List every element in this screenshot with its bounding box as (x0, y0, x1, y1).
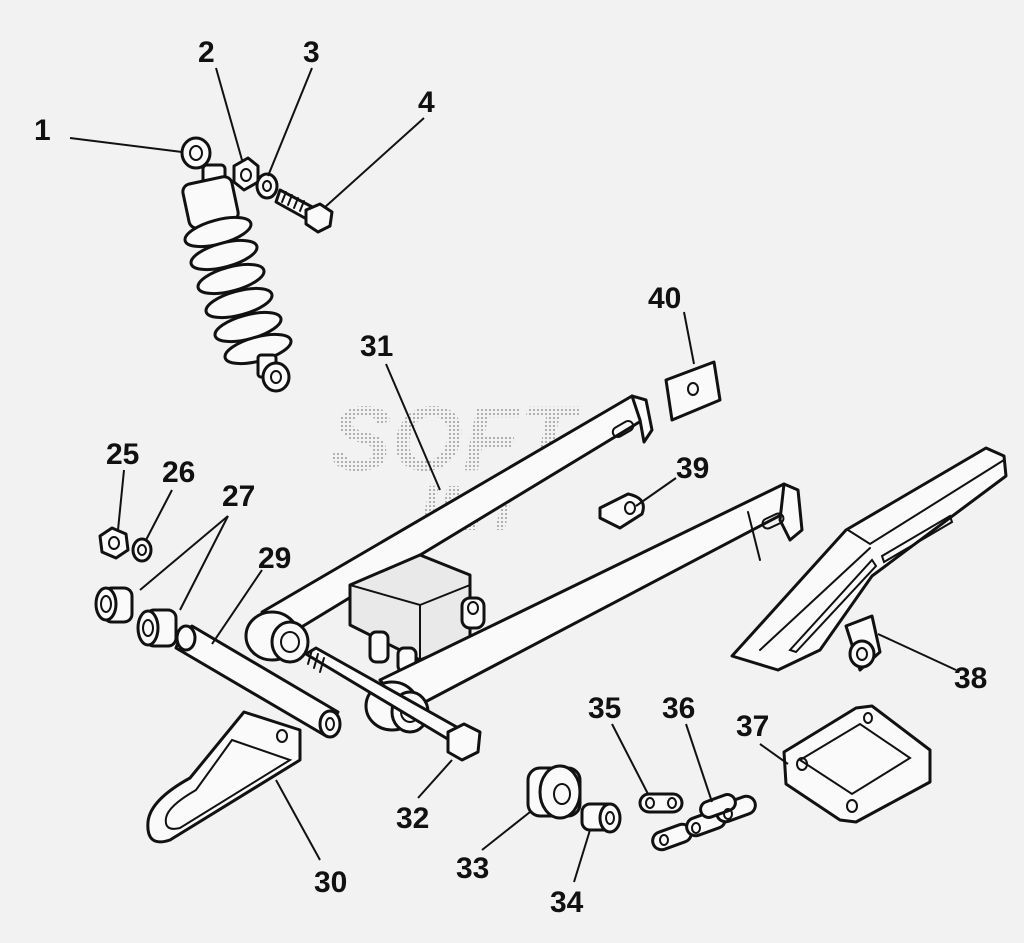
callout-2: 2 (198, 36, 215, 69)
callout-1: 1 (34, 114, 51, 147)
callout-38: 38 (954, 662, 987, 695)
callout-labels: 1 2 3 4 25 26 27 29 30 31 32 33 34 35 36… (34, 36, 987, 919)
drive-chain (651, 793, 757, 852)
callout-3: 3 (303, 36, 320, 69)
spacer-tube-29 (174, 624, 342, 739)
callout-40: 40 (648, 282, 681, 315)
washer-26 (131, 537, 153, 563)
callout-4: 4 (418, 86, 435, 119)
washer-3 (255, 172, 279, 200)
nut-2 (232, 156, 260, 192)
pivot-bolt (304, 646, 482, 762)
roller-sleeve (580, 802, 622, 834)
chain-roller (526, 764, 582, 820)
bushing-27b (136, 608, 178, 648)
chain-guide (782, 704, 932, 824)
callout-36: 36 (662, 692, 695, 725)
callout-35: 35 (588, 692, 621, 725)
callout-26: 26 (162, 456, 195, 489)
callout-25: 25 (106, 438, 139, 471)
callout-32: 32 (396, 802, 429, 835)
shock-absorber (180, 136, 293, 393)
callout-39: 39 (676, 452, 709, 485)
callout-31: 31 (360, 330, 393, 363)
callout-27: 27 (222, 480, 255, 513)
leader-lines (69, 67, 957, 883)
plate-40 (664, 360, 722, 422)
chain-slider (146, 710, 302, 844)
callout-29: 29 (258, 542, 291, 575)
swingarm (244, 394, 804, 734)
callout-34: 34 (550, 886, 584, 919)
cable-clip (598, 492, 645, 530)
master-link (638, 792, 684, 814)
callout-33: 33 (456, 852, 489, 885)
callout-30: 30 (314, 866, 347, 899)
chain-guard (730, 446, 1008, 672)
bushing-27a (94, 586, 134, 624)
callout-37: 37 (736, 710, 769, 743)
nut-25 (98, 526, 130, 560)
bolt-4 (274, 188, 334, 234)
